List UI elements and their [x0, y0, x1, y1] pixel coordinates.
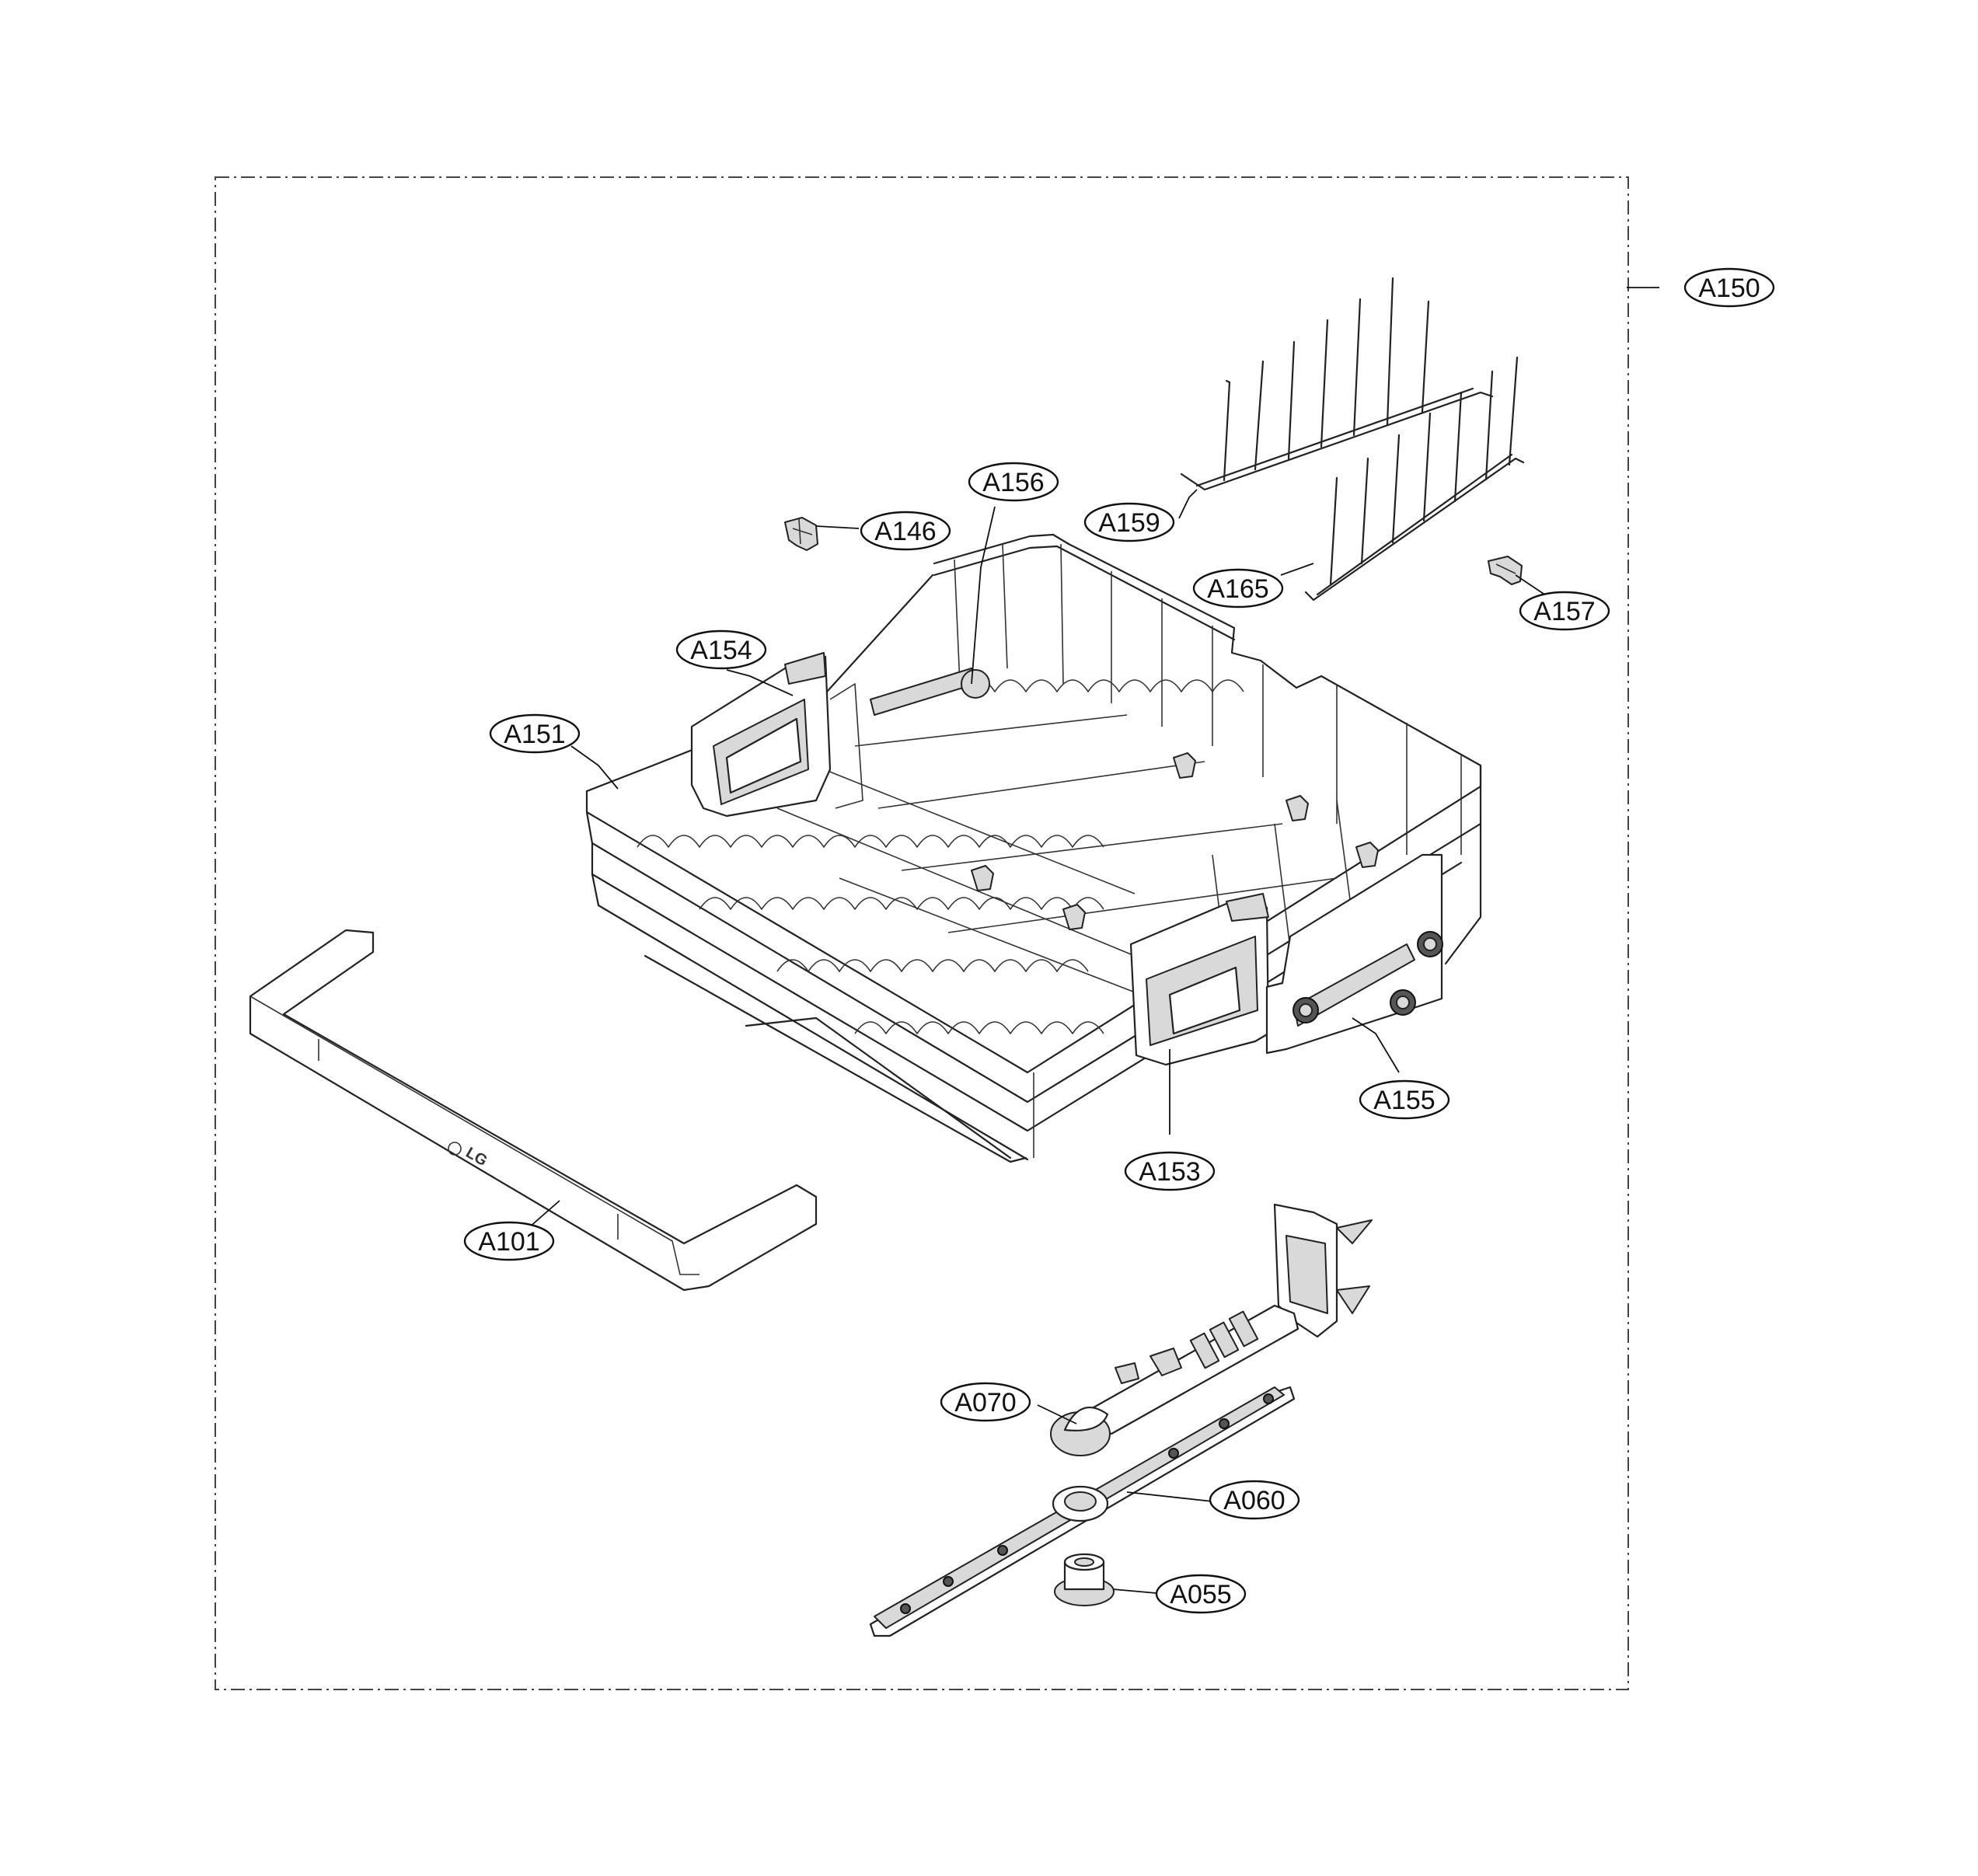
- spray-arm-tube-a070: [1050, 1203, 1373, 1456]
- rack-hooks: [971, 752, 1379, 930]
- clip-a157: [1488, 556, 1523, 585]
- callout-a165: A165: [1192, 568, 1284, 608]
- callout-a156: A156: [968, 462, 1059, 502]
- svg-text:A146: A146: [874, 517, 936, 546]
- svg-text:A159: A159: [1098, 508, 1160, 538]
- callout-a055: A055: [1155, 1574, 1247, 1614]
- callout-a159: A159: [1083, 502, 1175, 542]
- callout-a070: A070: [940, 1382, 1031, 1422]
- callout-a157: A157: [1519, 591, 1610, 631]
- upper-rack-a151: [585, 533, 1482, 1163]
- callout-a155: A155: [1359, 1079, 1450, 1120]
- svg-text:A156: A156: [982, 468, 1044, 497]
- svg-text:A165: A165: [1207, 574, 1268, 604]
- rack-adjuster-a155: [1265, 853, 1443, 1055]
- tine-rack-a159: [1180, 277, 1494, 491]
- callout-a150: A150: [1683, 267, 1775, 308]
- svg-text:A153: A153: [1139, 1157, 1200, 1187]
- callout-a146: A146: [860, 511, 951, 551]
- svg-text:A101: A101: [478, 1227, 539, 1257]
- svg-text:A055: A055: [1170, 1580, 1231, 1609]
- rack-adjuster-a154: [690, 652, 990, 818]
- callout-a151: A151: [489, 713, 581, 754]
- svg-text:A157: A157: [1533, 597, 1595, 626]
- tine-rack-a165: [1304, 356, 1525, 602]
- callout-a101: A101: [463, 1221, 555, 1261]
- assembly-frame: [215, 176, 1629, 1690]
- callout-a154: A154: [675, 629, 767, 670]
- callout-a153: A153: [1124, 1151, 1216, 1191]
- svg-text:A155: A155: [1373, 1086, 1435, 1115]
- clip-a146: [784, 517, 818, 551]
- spray-arm-a060: [869, 1386, 1296, 1637]
- svg-text:A060: A060: [1223, 1486, 1285, 1515]
- svg-text:A070: A070: [954, 1388, 1016, 1417]
- rack-adjuster-a153: [1129, 893, 1270, 1066]
- svg-text:A151: A151: [504, 720, 565, 749]
- svg-text:A154: A154: [690, 636, 752, 665]
- leader-lines: [528, 287, 1659, 1594]
- svg-text:A150: A150: [1698, 274, 1760, 303]
- spray-arm-nut-a055: [1054, 1553, 1115, 1606]
- callout-a060: A060: [1209, 1480, 1300, 1520]
